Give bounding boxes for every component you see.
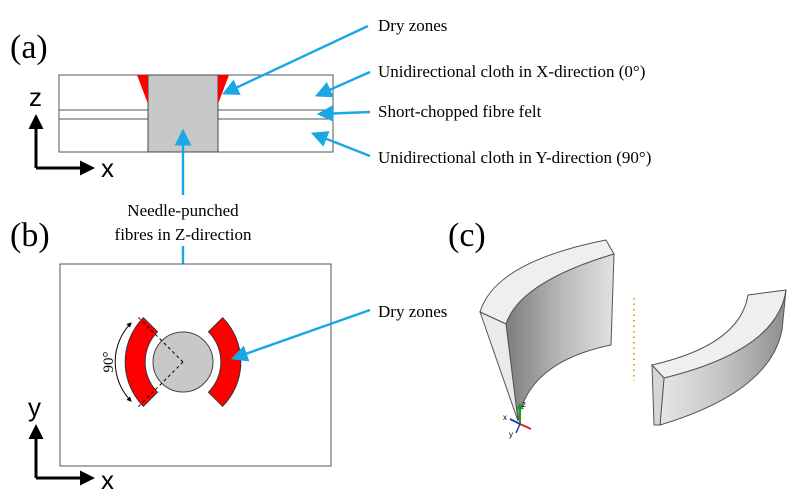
axes-a: z x — [28, 82, 114, 183]
panel-a-letter: (a) — [10, 29, 48, 66]
pointer-dry-zones-b — [230, 308, 371, 362]
x-axis-label: x — [101, 153, 114, 183]
z-axis-label: z — [29, 82, 42, 112]
panel-c-letter: (c) — [448, 217, 486, 254]
dry-zone-left — [137, 75, 148, 104]
needle-label-line1: Needle-punched — [127, 201, 239, 220]
x-axis-label-b: x — [101, 465, 114, 495]
angle-arc — [114, 322, 132, 402]
triad-z-label: z — [522, 400, 526, 409]
pointer-ud-cloth-y — [310, 131, 371, 158]
needle-label-line2: fibres in Z-direction — [115, 225, 252, 244]
y-axis-label: y — [28, 392, 41, 422]
axes-b: y x — [28, 392, 114, 495]
laminate-cross-section — [58, 74, 334, 153]
label-dry-zones-b: Dry zones — [378, 302, 447, 321]
pointer-ud-cloth-x — [314, 70, 371, 98]
pointer-dry-zones-a — [221, 24, 369, 95]
dry-zone-arc-right — [207, 316, 242, 408]
angle-guide-upper — [136, 315, 184, 363]
coordinate-triad: z x y — [503, 400, 532, 439]
solid-right-end-face — [651, 363, 665, 426]
solid-right-outer-face — [659, 289, 787, 426]
label-dry-zones-a: Dry zones — [378, 16, 447, 35]
triad-y-axis — [515, 423, 521, 434]
label-felt: Short-chopped fibre felt — [378, 102, 542, 121]
panel-a: (a) z x Dry zones Unidirectional cloth i… — [10, 16, 651, 183]
label-ud-cloth-x: Unidirectional cloth in X-direction (0°) — [378, 62, 645, 81]
angle-guide-lower — [136, 361, 184, 409]
solid-left-end-face — [479, 311, 519, 422]
solid-left-inner-face — [505, 253, 615, 422]
triad-z-head — [516, 403, 524, 409]
triad-y-label: y — [509, 430, 513, 439]
triad-red-axis — [519, 423, 532, 430]
needle-label-group: Needle-punched fibres in Z-direction — [115, 128, 252, 358]
triad-x-axis — [509, 418, 521, 425]
panel-b-letter: (b) — [10, 217, 50, 254]
label-ud-cloth-y: Unidirectional cloth in Y-direction (90°… — [378, 148, 651, 167]
triad-x-label: x — [503, 413, 507, 422]
panel-b: (b) 90° Dry zones y x — [10, 217, 447, 495]
panel-c: (c) z x y — [448, 217, 787, 439]
dry-zone-solid-right — [651, 289, 787, 426]
angle-label: 90° — [101, 352, 117, 373]
dry-zone-solid-left — [479, 239, 615, 422]
pointer-felt — [316, 105, 371, 122]
